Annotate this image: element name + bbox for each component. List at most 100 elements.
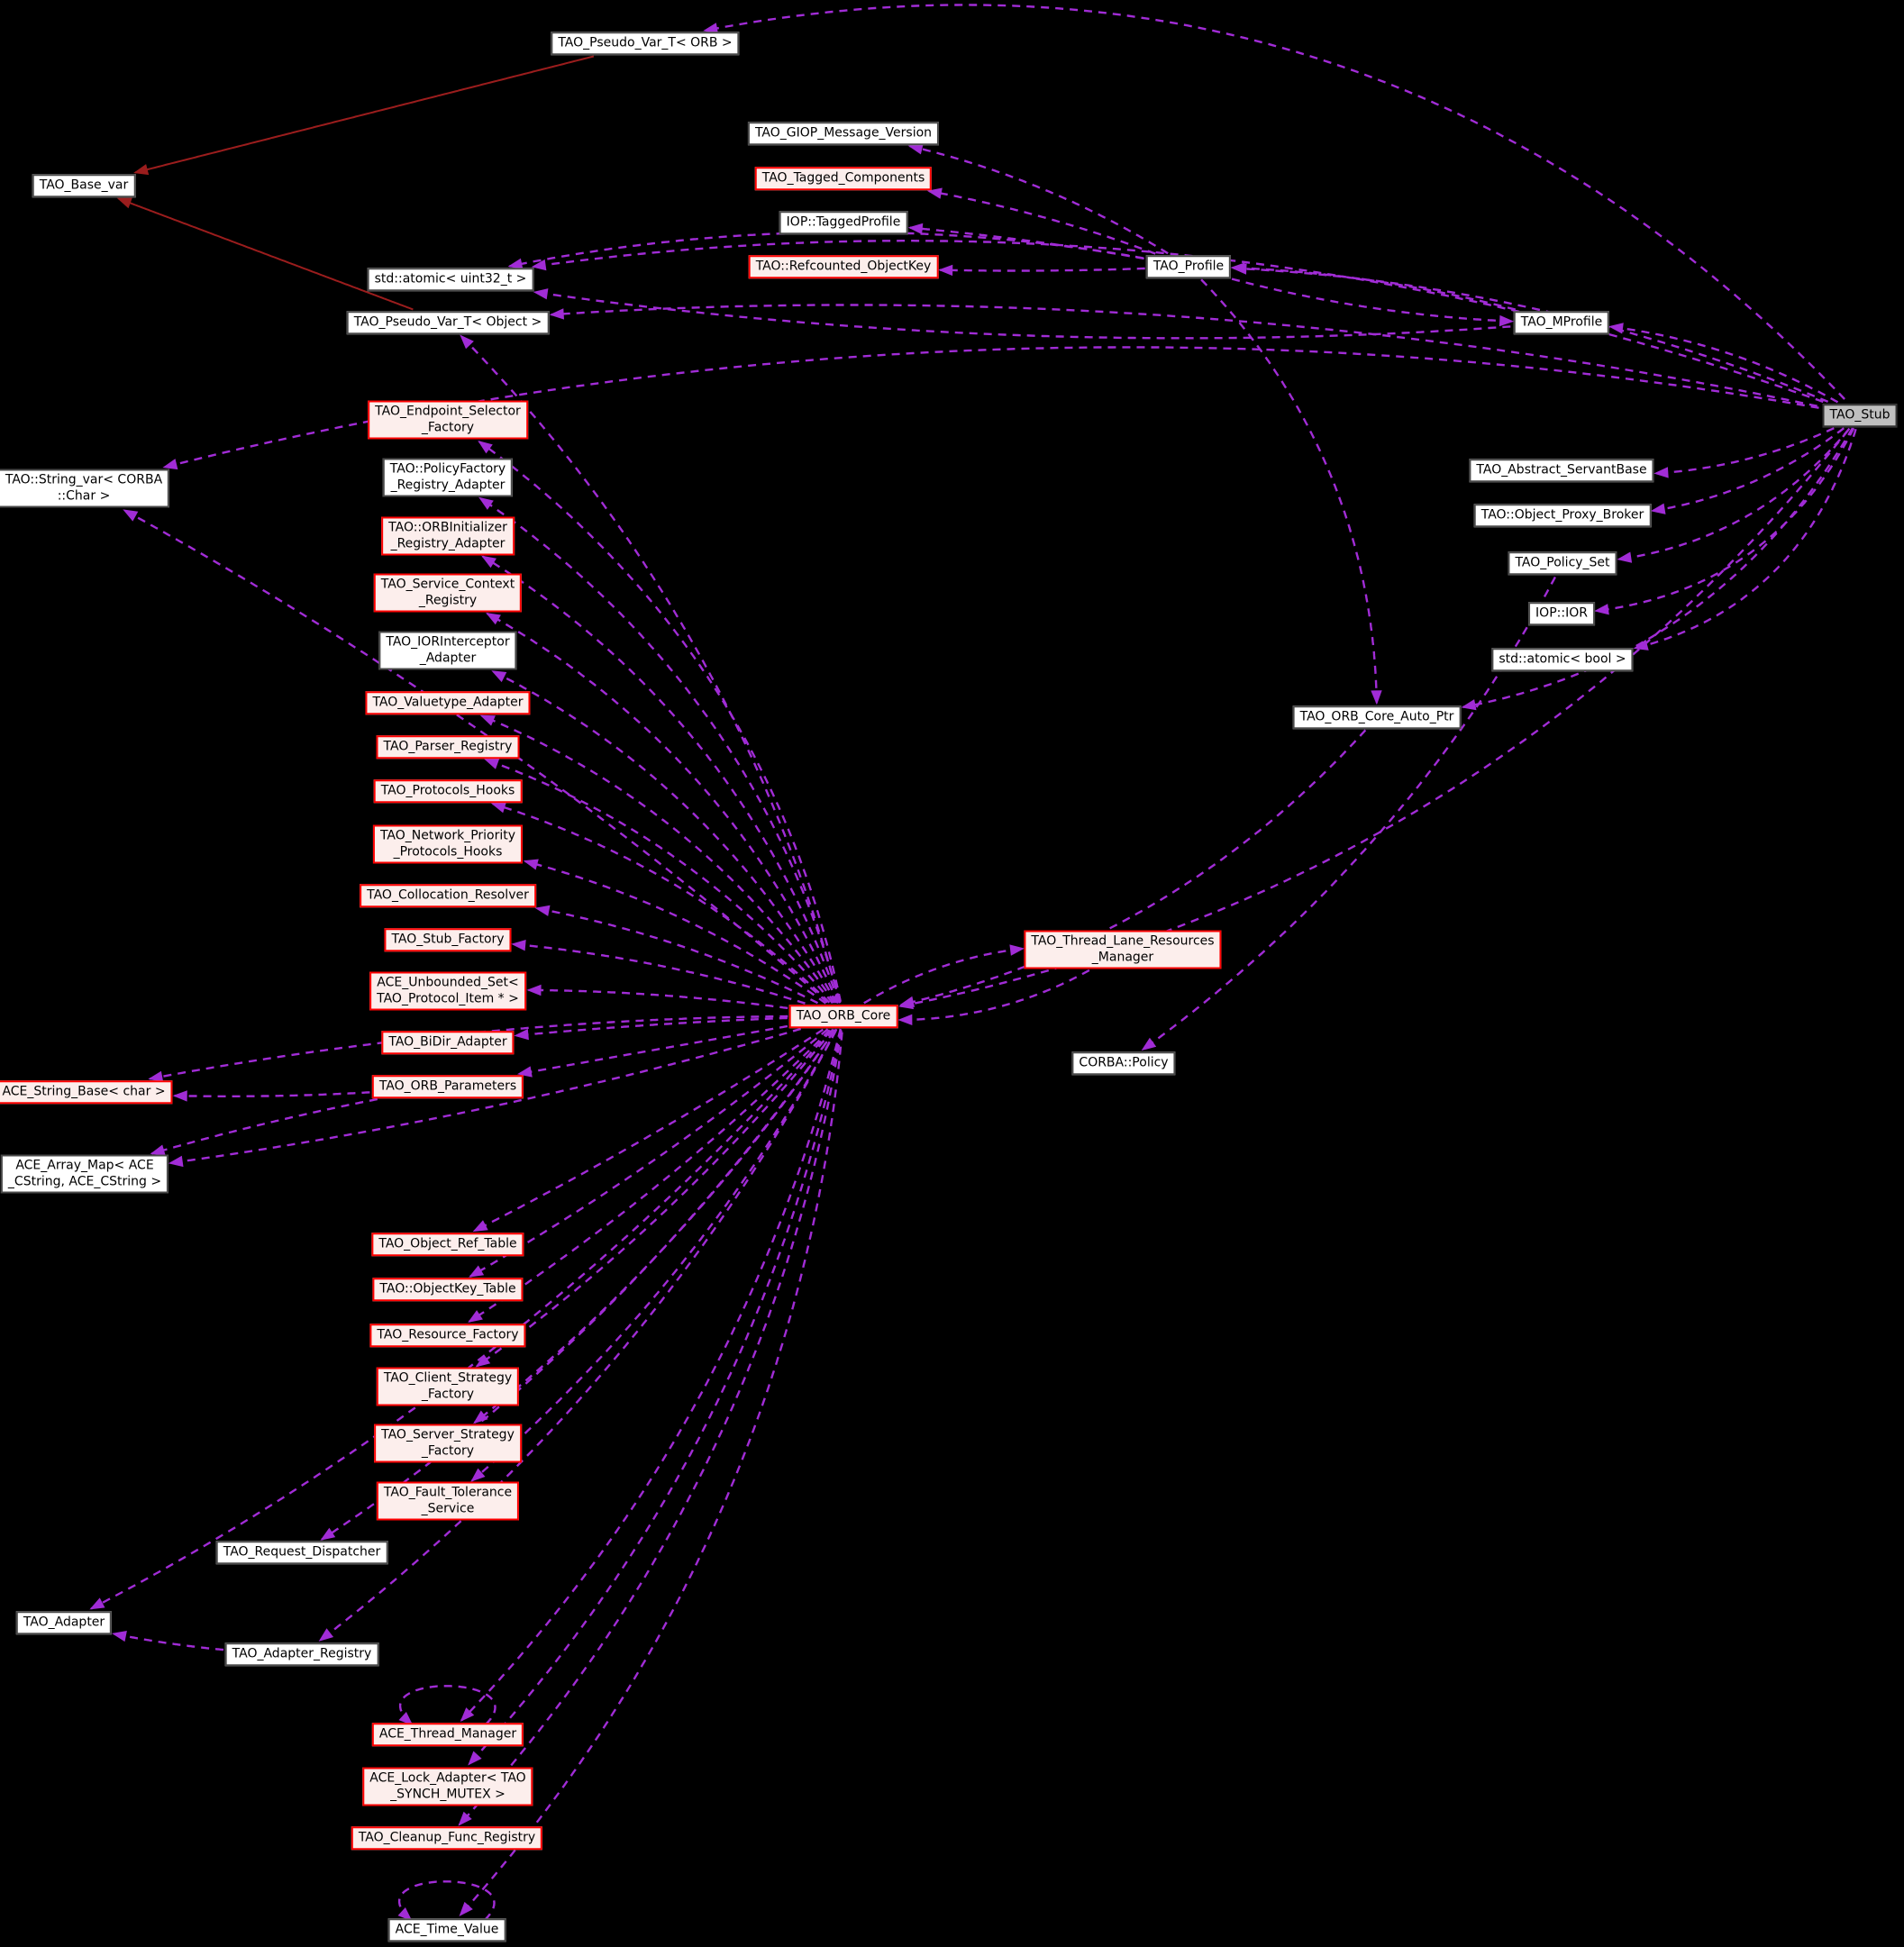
- edge-orb_core-server_strategy_factory: [473, 1029, 836, 1424]
- edge-orb_core-endpoint_selector_factory: [478, 441, 842, 1003]
- arrowhead-orb_core-resource_factory: [468, 1310, 483, 1323]
- node-profile[interactable]: TAO_Profile: [1145, 255, 1232, 278]
- node-atomic_bool[interactable]: std::atomic< bool >: [1491, 648, 1634, 671]
- edge-orb_core-array_map: [169, 1027, 802, 1165]
- arrowhead-orb_core-adapter_registry: [318, 1628, 334, 1642]
- arrowhead-stub-orb_core_auto_ptr: [1461, 699, 1477, 711]
- node-orbinitializer_registry_adapter[interactable]: TAO::ORBInitializer _Registry_Adapter: [381, 516, 515, 556]
- node-array_map[interactable]: ACE_Array_Map< ACE _CString, ACE_CString…: [0, 1154, 169, 1194]
- node-pseudo_var_orb[interactable]: TAO_Pseudo_Var_T< ORB >: [551, 32, 740, 55]
- arrowhead-thread_manager-thread_manager: [398, 1712, 414, 1726]
- arrowhead-orb_core-string_base: [148, 1070, 164, 1082]
- node-stub[interactable]: TAO_Stub: [1822, 404, 1898, 427]
- arrowhead-stub-policy_set: [1617, 551, 1633, 563]
- node-parser_registry[interactable]: TAO_Parser_Registry: [376, 735, 520, 759]
- edge-stub-abstract_servantbase: [1655, 427, 1835, 475]
- arrowhead-orb_core-iorinterceptor_adapter: [491, 670, 507, 683]
- node-policyfactory_registry_adapter[interactable]: TAO::PolicyFactory _Registry_Adapter: [382, 458, 514, 497]
- node-policy_set[interactable]: TAO_Policy_Set: [1508, 551, 1617, 575]
- edge-orb_core-fault_tolerance_service: [471, 1028, 838, 1482]
- node-adapter_registry[interactable]: TAO_Adapter_Registry: [224, 1642, 379, 1666]
- node-adapter[interactable]: TAO_Adapter: [15, 1611, 113, 1634]
- arrowhead-orb_core-network_priority_protocols_hooks: [523, 859, 539, 870]
- node-refcounted_objectkey[interactable]: TAO::Refcounted_ObjectKey: [748, 255, 939, 278]
- edge-profile-mprofile: [1231, 277, 1513, 323]
- node-stub_factory[interactable]: TAO_Stub_Factory: [384, 928, 512, 951]
- arrowhead-orb_parameters-string_base: [172, 1090, 187, 1102]
- node-service_context_registry[interactable]: TAO_Service_Context _Registry: [373, 573, 523, 613]
- node-request_dispatcher[interactable]: TAO_Request_Dispatcher: [215, 1541, 388, 1564]
- node-atomic_uint32[interactable]: std::atomic< uint32_t >: [367, 268, 534, 291]
- node-thread_lane_resources_manager[interactable]: TAO_Thread_Lane_Resources _Manager: [1024, 930, 1222, 969]
- node-network_priority_protocols_hooks[interactable]: TAO_Network_Priority _Protocols_Hooks: [372, 824, 524, 864]
- node-string_var[interactable]: TAO::String_var< CORBA ::Char >: [0, 469, 170, 508]
- node-server_strategy_factory[interactable]: TAO_Server_Strategy _Factory: [374, 1424, 522, 1463]
- node-valuetype_adapter[interactable]: TAO_Valuetype_Adapter: [365, 691, 531, 714]
- arrowhead-orb_core_auto_ptr-orb_core: [899, 996, 916, 1007]
- arrowhead-orb_core-stub_factory: [511, 940, 526, 951]
- edge-orb_core-policyfactory_registry_adapter: [479, 496, 842, 1004]
- node-string_base[interactable]: ACE_String_Base< char >: [0, 1080, 173, 1104]
- edge-orb_core-collocation_resolver: [536, 907, 819, 1005]
- arrowhead-stub-mprofile: [1608, 323, 1624, 334]
- edge-thread_manager-thread_manager: [398, 1685, 496, 1725]
- node-fault_tolerance_service[interactable]: TAO_Fault_Tolerance _Service: [376, 1481, 520, 1521]
- node-object_ref_table[interactable]: TAO_Object_Ref_Table: [371, 1233, 524, 1256]
- node-iorinterceptor_adapter[interactable]: TAO_IORInterceptor _Adapter: [378, 631, 517, 670]
- arrowhead-orb_core-endpoint_selector_factory: [478, 441, 493, 454]
- arrowhead-orb_core-pseudo_var_object: [460, 334, 474, 350]
- edge-orb_core-lock_adapter: [468, 1029, 843, 1765]
- node-giop_message_version[interactable]: TAO_GIOP_Message_Version: [747, 122, 940, 145]
- arrowhead-policy_set-corba_policy: [1141, 1037, 1157, 1051]
- node-thread_manager[interactable]: ACE_Thread_Manager: [371, 1723, 524, 1746]
- edge-profile-giop_message_version: [909, 145, 1169, 255]
- edge-orb_core-orbinitializer_registry_adapter: [482, 555, 840, 1003]
- node-resource_factory[interactable]: TAO_Resource_Factory: [369, 1324, 526, 1347]
- node-bidir_adapter[interactable]: TAO_BiDir_Adapter: [381, 1031, 515, 1054]
- node-tagged_components[interactable]: TAO_Tagged_Components: [754, 167, 933, 190]
- arrowhead-orb_core-thread_manager: [460, 1707, 475, 1722]
- edge-orb_core-valuetype_adapter: [481, 714, 836, 1004]
- node-tagged_profile[interactable]: IOP::TaggedProfile: [779, 211, 908, 234]
- node-collocation_resolver[interactable]: TAO_Collocation_Resolver: [360, 884, 536, 907]
- edge-orb_core-thread_manager: [460, 1028, 842, 1722]
- node-orb_core[interactable]: TAO_ORB_Core: [788, 1005, 898, 1028]
- node-mprofile[interactable]: TAO_MProfile: [1513, 311, 1610, 334]
- node-client_strategy_factory[interactable]: TAO_Client_Strategy _Factory: [376, 1367, 520, 1406]
- node-time_value[interactable]: ACE_Time_Value: [387, 1918, 506, 1942]
- arrowhead-orb_core-service_context_registry: [486, 613, 501, 625]
- edge-thread_lane_resources_manager-orb_core: [899, 969, 1090, 1022]
- node-base_var[interactable]: TAO_Base_var: [32, 174, 136, 197]
- node-unbounded_set[interactable]: ACE_Unbounded_Set< TAO_Protocol_Item * >: [369, 971, 526, 1011]
- edge-stub-pseudo_var_object: [551, 304, 1817, 407]
- node-pseudo_var_object[interactable]: TAO_Pseudo_Var_T< Object >: [346, 311, 550, 334]
- arrowhead-stub-profile: [1232, 263, 1247, 275]
- edge-orb_core-bidir_adapter: [515, 1016, 788, 1037]
- arrowhead-orb_core-lock_adapter: [468, 1751, 482, 1766]
- node-cleanup_func_registry[interactable]: TAO_Cleanup_Func_Registry: [351, 1826, 543, 1850]
- edge-orb_core-resource_factory: [469, 1029, 831, 1323]
- node-corba_policy[interactable]: CORBA::Policy: [1071, 1051, 1176, 1075]
- node-abstract_servantbase[interactable]: TAO_Abstract_ServantBase: [1469, 459, 1654, 482]
- edge-profile-refcounted_objectkey: [940, 267, 1145, 272]
- arrowhead-orb_core-cleanup_func_registry: [458, 1811, 472, 1826]
- edge-mprofile-profile: [1232, 266, 1517, 311]
- edge-stub-iop_ior: [1595, 427, 1855, 613]
- node-lock_adapter[interactable]: ACE_Lock_Adapter< TAO _SYNCH_MUTEX >: [362, 1767, 533, 1806]
- edge-orb_core-pseudo_var_object: [460, 335, 841, 1002]
- node-protocols_hooks[interactable]: TAO_Protocols_Hooks: [373, 779, 523, 803]
- node-objectkey_table[interactable]: TAO::ObjectKey_Table: [372, 1278, 524, 1301]
- node-iop_ior[interactable]: IOP::IOR: [1528, 602, 1595, 625]
- arrowhead-orb_core-array_map: [168, 1155, 184, 1168]
- arrowhead-profile-tagged_profile: [907, 223, 924, 235]
- node-orb_parameters[interactable]: TAO_ORB_Parameters: [371, 1075, 524, 1098]
- node-orb_core_auto_ptr[interactable]: TAO_ORB_Core_Auto_Ptr: [1292, 705, 1462, 729]
- node-object_proxy_broker[interactable]: TAO::Object_Proxy_Broker: [1473, 504, 1652, 527]
- edge-profile-orb_core_auto_ptr: [1200, 278, 1379, 704]
- arrowhead-orb_core-request_dispatcher: [320, 1527, 336, 1541]
- edge-orb_core_auto_ptr-orb_core: [900, 729, 1367, 1006]
- edge-orb_core-iorinterceptor_adapter: [492, 670, 838, 1004]
- node-endpoint_selector_factory[interactable]: TAO_Endpoint_Selector _Factory: [368, 400, 528, 440]
- arrowhead-orb_core-policyfactory_registry_adapter: [478, 496, 494, 510]
